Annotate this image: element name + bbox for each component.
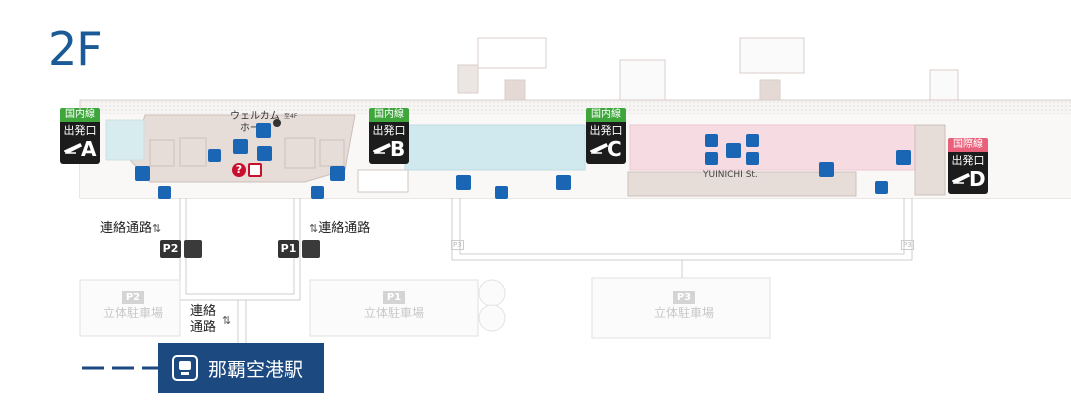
gate-c[interactable]: 国内線 出発口 C bbox=[586, 108, 626, 164]
bus-icon[interactable] bbox=[184, 240, 202, 258]
plane-icon bbox=[590, 142, 608, 154]
lot-p2-badge: P2 bbox=[122, 291, 144, 304]
station-name: 那覇空港駅 bbox=[208, 359, 304, 381]
yuinichi-street bbox=[627, 171, 857, 197]
passage-label-left: 連絡通路⇅ bbox=[100, 221, 162, 236]
lost-property-icon[interactable] bbox=[248, 163, 262, 177]
gate-d-letter: D bbox=[969, 167, 986, 191]
escalator-icon[interactable] bbox=[233, 139, 248, 154]
gate-c-letter: C bbox=[607, 137, 622, 161]
p3-marker: P3 bbox=[901, 240, 914, 250]
welcome-hall-label: ウェルカム ホール bbox=[230, 111, 280, 134]
p3-marker: P3 bbox=[451, 240, 464, 250]
elevator-icon[interactable] bbox=[311, 186, 324, 199]
lot-p1-badge: P1 bbox=[383, 291, 405, 304]
gate-d[interactable]: 国際線 出発口 D bbox=[948, 138, 988, 194]
gate-d-tag: 国際線 bbox=[948, 138, 988, 152]
lot-p1[interactable]: P1 立体駐車場 bbox=[361, 291, 427, 321]
escalator-icon[interactable] bbox=[256, 123, 271, 138]
gate-a-letter: A bbox=[81, 137, 97, 161]
escalator-icon[interactable] bbox=[819, 162, 834, 177]
lot-p3-badge: P3 bbox=[673, 291, 695, 304]
gate-b[interactable]: 国内線 出発口 B bbox=[369, 108, 409, 164]
parking-badge-p2[interactable]: P2 bbox=[160, 240, 181, 258]
escalator-icon[interactable] bbox=[330, 166, 345, 181]
gate-a-tag: 国内線 bbox=[60, 108, 100, 122]
gate-c-text: 出発口 bbox=[589, 124, 623, 137]
elevator-icon[interactable] bbox=[875, 181, 888, 194]
lot-p2-name: 立体駐車場 bbox=[103, 306, 164, 320]
lot-p3-name: 立体駐車場 bbox=[653, 306, 714, 320]
monorail-icon bbox=[172, 355, 198, 381]
escalator-icon[interactable] bbox=[456, 175, 471, 190]
elevator-icon[interactable] bbox=[705, 152, 718, 165]
passage-label-bottom: 連絡 通路 bbox=[190, 304, 217, 335]
parking-structures bbox=[79, 277, 771, 339]
upper-structures bbox=[457, 37, 959, 106]
gate-b-text: 出発口 bbox=[372, 124, 406, 137]
gate-b-letter: B bbox=[390, 137, 406, 161]
plane-icon bbox=[373, 142, 391, 154]
gate-c-tag: 国内線 bbox=[586, 108, 626, 122]
elevator-icon[interactable] bbox=[158, 186, 171, 199]
lot-p3[interactable]: P3 立体駐車場 bbox=[651, 291, 717, 321]
elevator-icon[interactable] bbox=[705, 134, 718, 147]
elevator-dot-icon bbox=[273, 119, 281, 127]
parking-badge-p1[interactable]: P1 bbox=[278, 240, 299, 258]
teal-area-center bbox=[404, 124, 586, 171]
lot-p2[interactable]: P2 立体駐車場 bbox=[103, 291, 163, 321]
gate-a[interactable]: 国内線 出発口 A bbox=[60, 108, 100, 164]
passage-label-right: ⇅連絡通路 bbox=[309, 221, 371, 236]
elevator-icon[interactable] bbox=[746, 134, 759, 147]
gate-b-tag: 国内線 bbox=[369, 108, 409, 122]
passage-lines bbox=[179, 198, 913, 343]
passage-arrows: ⇅ bbox=[222, 314, 232, 327]
escalator-icon[interactable] bbox=[726, 143, 741, 158]
lot-p1-name: 立体駐車場 bbox=[363, 306, 424, 320]
floor-4f-label: 至4F bbox=[284, 113, 298, 120]
elevator-icon[interactable] bbox=[208, 149, 221, 162]
street-label: YUINICHI St. bbox=[703, 170, 758, 180]
pink-area bbox=[629, 124, 916, 171]
escalator-icon[interactable] bbox=[257, 146, 272, 161]
plane-icon bbox=[952, 172, 970, 184]
escalator-icon[interactable] bbox=[896, 150, 911, 165]
bus-icon[interactable] bbox=[302, 240, 320, 258]
information-icon[interactable]: ? bbox=[232, 163, 246, 177]
elevator-icon[interactable] bbox=[495, 186, 508, 199]
floor-title: 2F bbox=[48, 22, 103, 76]
gate-a-text: 出発口 bbox=[63, 124, 97, 137]
escalator-icon[interactable] bbox=[556, 175, 571, 190]
gate-d-text: 出発口 bbox=[951, 154, 985, 167]
plane-icon bbox=[64, 142, 82, 154]
teal-area-left bbox=[105, 119, 145, 161]
elevator-icon[interactable] bbox=[746, 152, 759, 165]
escalator-icon[interactable] bbox=[135, 166, 150, 181]
naha-airport-station[interactable]: 那覇空港駅 bbox=[158, 343, 324, 393]
